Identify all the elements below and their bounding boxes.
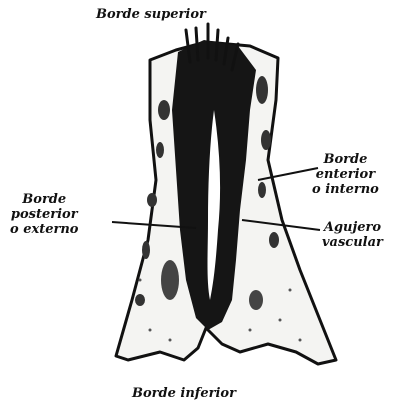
label-agujero-vascular: Agujero vascular	[322, 220, 383, 250]
label-borde-anterior: Borde enterior o interno	[312, 152, 379, 197]
label-borde-superior: Borde superior	[96, 7, 206, 22]
label-borde-posterior: Borde posterior o externo	[10, 192, 78, 237]
label-borde-inferior: Borde inferior	[132, 386, 236, 401]
